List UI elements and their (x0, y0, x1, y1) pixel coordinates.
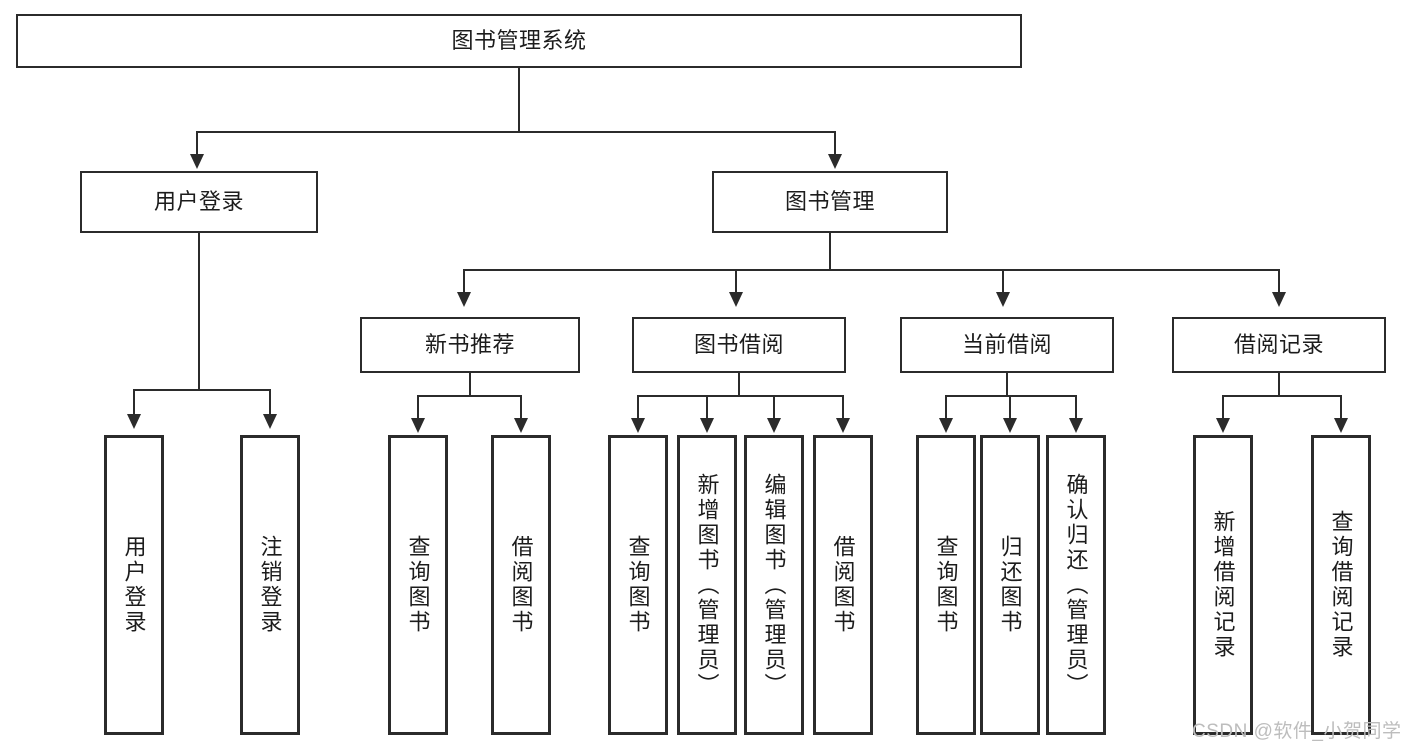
arrowhead-new-book (457, 292, 471, 307)
node-label: 用户登录 (153, 189, 244, 215)
arrowhead-bb-query (631, 418, 645, 433)
connector-drop-nb-query (417, 395, 419, 419)
arrowhead-bb-borrow (836, 418, 850, 433)
leaf-bb-borrow-book[interactable]: 借阅图书 (813, 435, 873, 735)
arrowhead-nb-borrow (514, 418, 528, 433)
node-label: 图书管理系统 (451, 28, 587, 54)
connector-drop-book-manage (834, 131, 836, 156)
node-label: 借阅记录 (1233, 332, 1324, 358)
arrowhead-br-query (1334, 418, 1348, 433)
leaf-bb-edit-book[interactable]: 编辑图书（管理员） (744, 435, 804, 735)
leaf-user-login[interactable]: 用户登录 (104, 435, 164, 735)
connector-drop-cb-confirm (1075, 395, 1077, 419)
connector-drop-cb-query (945, 395, 947, 419)
leaf-br-add-record[interactable]: 新增借阅记录 (1193, 435, 1253, 735)
connector-book-borrow-bus (637, 395, 844, 397)
connector-drop-bb-query (637, 395, 639, 419)
node-label: 当前借阅 (961, 332, 1052, 358)
node-label: 用户登录 (121, 535, 147, 635)
node-label: 查询图书 (625, 535, 651, 635)
node-current-borrow[interactable]: 当前借阅 (900, 317, 1114, 373)
connector-drop-bb-edit (773, 395, 775, 419)
node-label: 查询图书 (933, 535, 959, 635)
connector-drop-current-borrow (1002, 269, 1004, 293)
arrowhead-bb-add (700, 418, 714, 433)
arrowhead-bb-edit (767, 418, 781, 433)
node-label: 新增图书（管理员） (694, 472, 720, 698)
node-label: 查询借阅记录 (1328, 510, 1354, 660)
connector-drop-bb-add (706, 395, 708, 419)
connector-drop-new-book (463, 269, 465, 293)
node-label: 查询图书 (405, 535, 431, 635)
connector-drop-nb-borrow (520, 395, 522, 419)
connector-current-borrow-stem (1006, 373, 1008, 396)
node-label: 借阅图书 (508, 535, 534, 635)
connector-user-login-bus (133, 389, 271, 391)
node-label: 确认归还（管理员） (1063, 472, 1089, 698)
leaf-bb-query-book[interactable]: 查询图书 (608, 435, 668, 735)
node-user-login[interactable]: 用户登录 (80, 171, 318, 233)
arrowhead-cb-return (1003, 418, 1017, 433)
connector-borrow-record-bus (1222, 395, 1342, 397)
connector-level3-bus (463, 269, 1280, 271)
leaf-cb-query-book[interactable]: 查询图书 (916, 435, 976, 735)
leaf-cb-return-book[interactable]: 归还图书 (980, 435, 1040, 735)
node-label: 图书管理 (784, 189, 875, 215)
arrowhead-cb-confirm (1069, 418, 1083, 433)
node-label: 注销登录 (257, 535, 283, 635)
node-label: 编辑图书（管理员） (761, 472, 787, 698)
arrowhead-current-borrow (996, 292, 1010, 307)
connector-new-book-bus (417, 395, 522, 397)
csdn-watermark: CSDN @软件_小贺同学 (1192, 721, 1402, 742)
connector-drop-cb-return (1009, 395, 1011, 419)
leaf-bb-add-book[interactable]: 新增图书（管理员） (677, 435, 737, 735)
connector-drop-leaf-user-login (133, 389, 135, 415)
connector-book-borrow-stem (738, 373, 740, 396)
arrowhead-user-login (190, 154, 204, 169)
node-borrow-record[interactable]: 借阅记录 (1172, 317, 1386, 373)
arrowhead-cb-query (939, 418, 953, 433)
leaf-br-query-record[interactable]: 查询借阅记录 (1311, 435, 1371, 735)
connector-user-login-stem (198, 233, 200, 390)
node-book-management[interactable]: 图书管理 (712, 171, 948, 233)
connector-drop-bb-borrow (842, 395, 844, 419)
connector-drop-book-borrow (735, 269, 737, 293)
node-label: 图书借阅 (693, 332, 784, 358)
arrowhead-nb-query (411, 418, 425, 433)
node-new-book-recommend[interactable]: 新书推荐 (360, 317, 580, 373)
arrowhead-book-manage (828, 154, 842, 169)
leaf-cb-confirm-return[interactable]: 确认归还（管理员） (1046, 435, 1106, 735)
arrowhead-leaf-logout (263, 414, 277, 429)
leaf-nb-query-book[interactable]: 查询图书 (388, 435, 448, 735)
connector-drop-br-add (1222, 395, 1224, 419)
connector-root-bus (196, 131, 836, 133)
node-label: 新增借阅记录 (1210, 510, 1236, 660)
connector-current-borrow-bus (945, 395, 1077, 397)
leaf-logout[interactable]: 注销登录 (240, 435, 300, 735)
connector-drop-user-login (196, 131, 198, 156)
connector-book-manage-stem (829, 233, 831, 270)
connector-new-book-stem (469, 373, 471, 396)
arrowhead-borrow-record (1272, 292, 1286, 307)
arrowhead-book-borrow (729, 292, 743, 307)
node-book-borrow[interactable]: 图书借阅 (632, 317, 846, 373)
node-label: 借阅图书 (830, 535, 856, 635)
node-label: 新书推荐 (424, 332, 515, 358)
connector-root-stem (518, 68, 520, 132)
arrowhead-leaf-user-login (127, 414, 141, 429)
node-root-system[interactable]: 图书管理系统 (16, 14, 1022, 68)
node-label: 归还图书 (997, 535, 1023, 635)
connector-borrow-record-stem (1278, 373, 1280, 396)
leaf-nb-borrow-book[interactable]: 借阅图书 (491, 435, 551, 735)
connector-drop-leaf-logout (269, 389, 271, 415)
connector-drop-br-query (1340, 395, 1342, 419)
arrowhead-br-add (1216, 418, 1230, 433)
connector-drop-borrow-record (1278, 269, 1280, 293)
